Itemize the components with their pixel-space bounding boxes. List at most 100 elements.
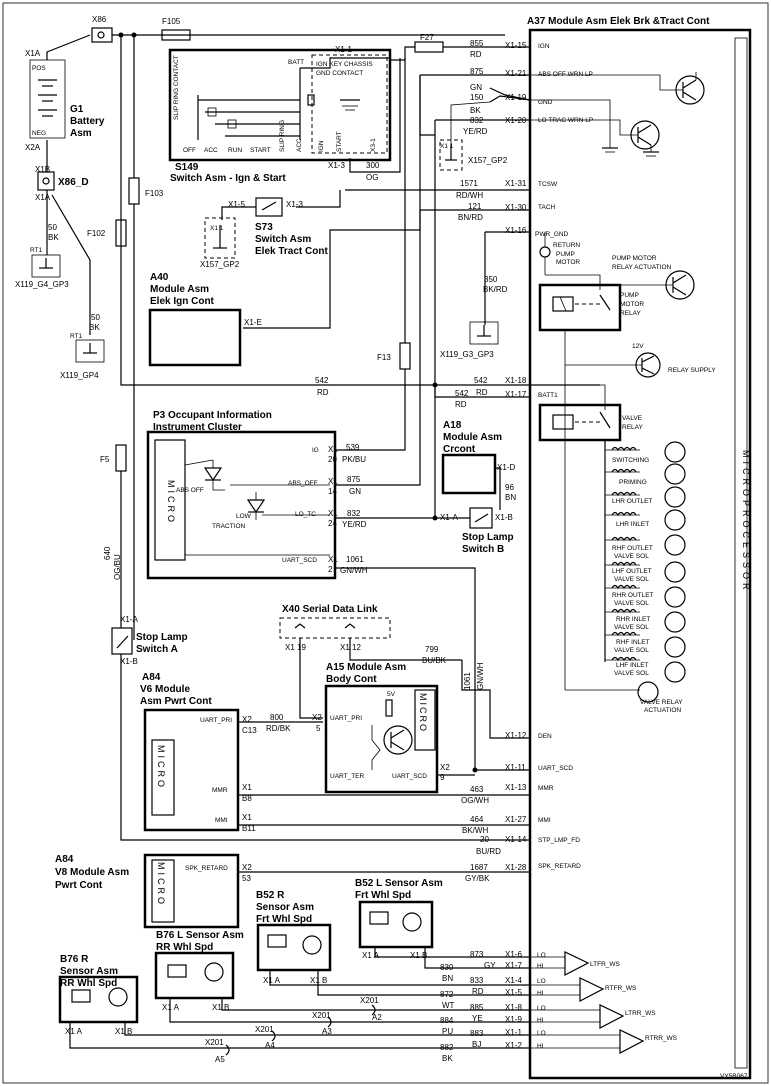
svg-text:X1 1: X1 1	[210, 225, 224, 232]
svg-text:Pwrt Cont: Pwrt Cont	[55, 880, 103, 891]
valve-relay: VALVE RELAY	[538, 384, 643, 442]
svg-text:X1 B: X1 B	[212, 1003, 229, 1012]
battery-x2a: X2A	[25, 143, 41, 152]
svg-text:Body Cont: Body Cont	[326, 674, 377, 685]
svg-text:PUMP: PUMP	[620, 292, 639, 299]
stop-lamp-switch-a: X1-A X1-B Stop Lamp Switch A	[111, 615, 188, 666]
svg-text:TACH: TACH	[538, 204, 556, 211]
svg-text:X1-14: X1-14	[505, 835, 527, 844]
svg-text:X1: X1	[328, 555, 338, 564]
ground-x119-g4: RT1 X119_G4_GP3	[15, 247, 69, 289]
svg-text:2: 2	[328, 565, 333, 574]
svg-text:BU/BK: BU/BK	[422, 656, 447, 665]
svg-text:X1-27: X1-27	[505, 815, 527, 824]
svg-text:539: 539	[346, 443, 360, 452]
svg-text:X1A: X1A	[35, 193, 51, 202]
svg-text:OG/BU: OG/BU	[113, 554, 122, 580]
svg-text:5: 5	[316, 724, 321, 733]
svg-text:X86_D: X86_D	[58, 177, 89, 188]
svg-text:ABS_OFF: ABS_OFF	[288, 480, 318, 487]
svg-text:X1-E: X1-E	[244, 318, 262, 327]
b76-r-sensor: B76 R Sensor Asm RR Whl Spd X1 A X1 B	[58, 954, 139, 1036]
svg-text:X1: X1	[328, 509, 338, 518]
svg-text:X1 A: X1 A	[65, 1027, 83, 1036]
svg-text:WT: WT	[442, 1001, 455, 1010]
svg-text:MOTOR: MOTOR	[556, 259, 580, 266]
svg-text:X1-1: X1-1	[505, 1028, 522, 1037]
svg-text:Instrument Cluster: Instrument Cluster	[153, 422, 242, 433]
svg-text:150: 150	[470, 93, 484, 102]
wheel-speed-wiring: 873 GY 830 BN 833 RD 872 WT 885 YE 884 P…	[69, 947, 678, 1064]
svg-text:LO: LO	[537, 952, 546, 959]
svg-text:BN: BN	[442, 974, 453, 983]
svg-text:HI: HI	[537, 1017, 544, 1024]
svg-text:A2: A2	[372, 1013, 382, 1022]
svg-text:X1-4: X1-4	[505, 976, 522, 985]
svg-text:X40 Serial Data Link: X40 Serial Data Link	[282, 604, 378, 615]
svg-text:Switch Asm - Ign & Start: Switch Asm - Ign & Start	[170, 173, 286, 184]
svg-text:X1-D: X1-D	[497, 463, 515, 472]
svg-text:RT1: RT1	[70, 333, 83, 340]
svg-text:RTFR_WS: RTFR_WS	[605, 985, 637, 992]
svg-text:S73: S73	[255, 222, 273, 233]
s149-switch: IGN KEY CHASSIS GND CONTACT BATT SLIP RI…	[168, 45, 392, 184]
svg-text:X1-9: X1-9	[505, 1015, 522, 1024]
svg-text:IGN: IGN	[318, 140, 325, 152]
svg-text:53: 53	[242, 874, 251, 883]
svg-text:LO: LO	[537, 1030, 546, 1037]
svg-text:Module Asm: Module Asm	[443, 432, 502, 443]
svg-text:UART_TER: UART_TER	[330, 773, 364, 780]
svg-text:Switch A: Switch A	[136, 644, 178, 655]
svg-text:X1-A: X1-A	[440, 513, 458, 522]
svg-text:Stop Lamp: Stop Lamp	[136, 632, 188, 643]
svg-text:X1-6: X1-6	[505, 950, 522, 959]
svg-text:24: 24	[328, 519, 337, 528]
a37-top-rows: 875 X1-21 ABS OFF WRN LP GN 150 X1-19 GN…	[420, 67, 705, 157]
svg-text:F102: F102	[87, 229, 106, 238]
svg-text:LO: LO	[537, 1005, 546, 1012]
svg-text:HI: HI	[537, 1043, 544, 1050]
svg-text:VALVE RELAY: VALVE RELAY	[640, 699, 683, 706]
svg-text:GND CONTACT: GND CONTACT	[316, 70, 363, 77]
svg-text:YE/RD: YE/RD	[342, 520, 367, 529]
svg-text:PU: PU	[442, 1027, 453, 1036]
svg-text:GY/BK: GY/BK	[465, 874, 490, 883]
svg-text:464: 464	[470, 815, 484, 824]
svg-text:RD/WH: RD/WH	[456, 191, 483, 200]
svg-text:STP_LMP_FD: STP_LMP_FD	[538, 837, 580, 844]
svg-text:X1 A: X1 A	[263, 976, 281, 985]
svg-text:RHF INLET: RHF INLET	[616, 639, 650, 646]
svg-text:SPK_RETARD: SPK_RETARD	[185, 865, 228, 872]
battery-g1: POS NEG G1 Battery Asm X1A X2A	[25, 49, 105, 152]
svg-text:Sensor Asm: Sensor Asm	[256, 902, 314, 913]
svg-text:LHR INLET: LHR INLET	[616, 521, 649, 528]
svg-text:20: 20	[328, 455, 337, 464]
svg-text:RD: RD	[470, 50, 482, 59]
svg-text:X1-19: X1-19	[505, 93, 527, 102]
svg-text:832: 832	[347, 509, 361, 518]
svg-text:X1 B: X1 B	[310, 976, 327, 985]
battery-name: G1	[70, 104, 84, 115]
svg-text:50: 50	[48, 223, 57, 232]
svg-text:X1-28: X1-28	[505, 863, 527, 872]
svg-text:X157_GP2: X157_GP2	[468, 156, 508, 165]
svg-text:IGN: IGN	[538, 43, 550, 50]
svg-text:B11: B11	[242, 824, 256, 833]
svg-text:X157_GP2: X157_GP2	[200, 260, 240, 269]
svg-text:X1-16: X1-16	[505, 226, 527, 235]
svg-text:1687: 1687	[470, 863, 488, 872]
svg-text:LHF INLET: LHF INLET	[616, 662, 649, 669]
svg-text:882: 882	[440, 1043, 454, 1052]
footer-code: VY5B067	[720, 1073, 748, 1080]
svg-text:121: 121	[468, 202, 482, 211]
svg-text:X1-8: X1-8	[505, 1003, 522, 1012]
svg-text:VALVE SOL: VALVE SOL	[614, 647, 649, 654]
svg-text:X1: X1	[328, 445, 338, 454]
svg-text:875: 875	[347, 475, 361, 484]
svg-text:RTRR_WS: RTRR_WS	[645, 1035, 678, 1042]
svg-text:RD: RD	[472, 987, 484, 996]
svg-text:X1-13: X1-13	[505, 783, 527, 792]
svg-text:X1-21: X1-21	[505, 69, 527, 78]
svg-text:START: START	[336, 131, 343, 152]
